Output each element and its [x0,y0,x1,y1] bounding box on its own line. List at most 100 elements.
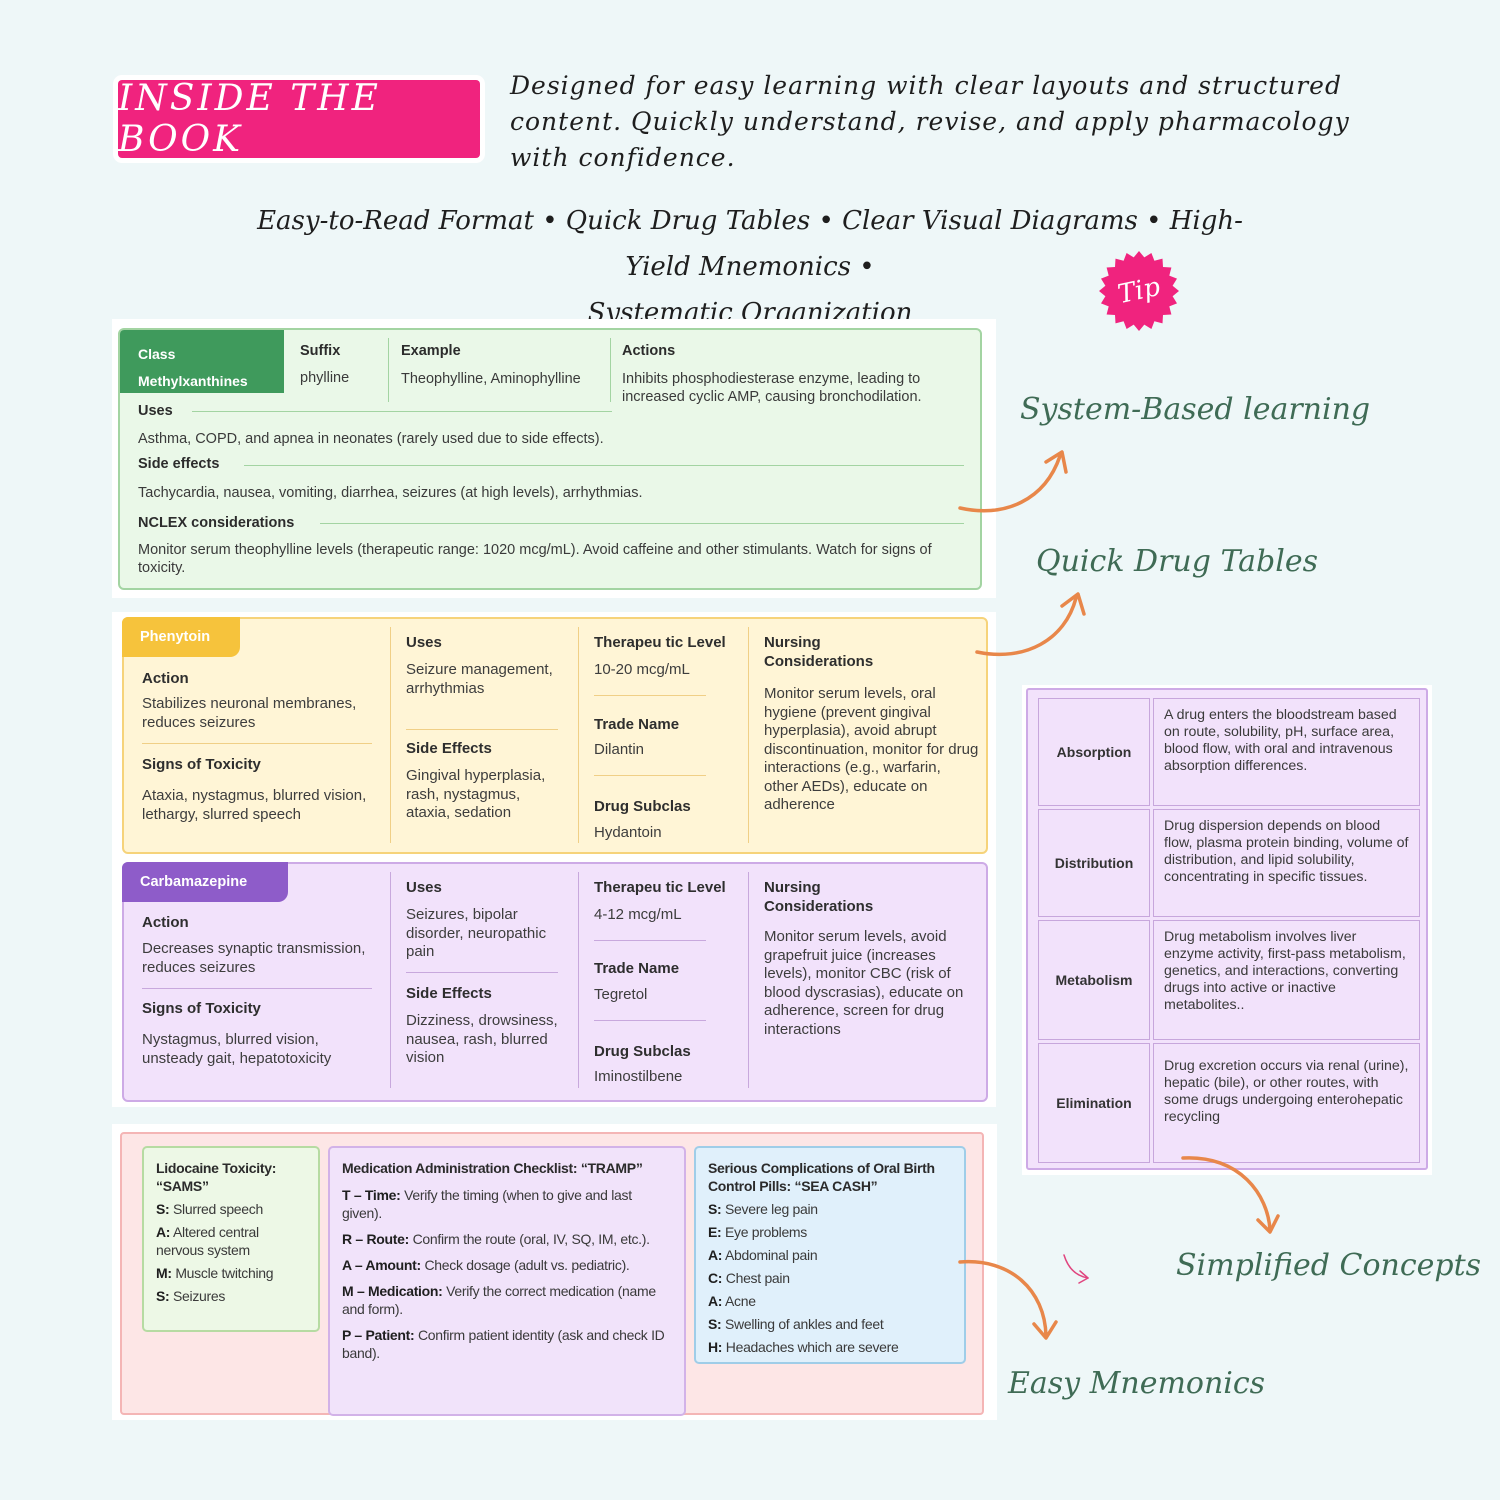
arrow-icon [1032,1320,1058,1340]
drug-subclass-value: Iminostilbene [594,1068,683,1085]
label-system-based-learning: System-Based learning [1020,392,1371,427]
nursing-value: Monitor serum levels, oral hygiene (prev… [764,685,979,813]
tramp-item: T – Time: Verify the timing (when to giv… [342,1186,632,1221]
features-list: Easy-to-Read Format • Quick Drug Tables … [230,198,1270,336]
example-value: Theophylline, Aminophylline [401,371,581,387]
arrow-icon [1063,1254,1089,1279]
sea-cash-item: E: Eye problems [708,1224,807,1240]
uses-heading: Uses [406,879,442,896]
tramp-item: R – Route: Confirm the route (oral, IV, … [342,1230,650,1247]
sea-cash-item: A: Abdominal pain [708,1247,818,1263]
tramp-item: M – Medication: Verify the correct medic… [342,1282,656,1317]
sams-item: S: Seizures [156,1288,226,1304]
toxicity-heading: Signs of Toxicity [142,756,261,773]
phenytoin-tag: Phenytoin [122,617,240,657]
nursing-heading: Nursing Considerations [764,879,874,915]
carbamazepine-card: Carbamazepine Action Decreases synaptic … [122,862,988,1102]
elimination-text: Drug excretion occurs via renal (urine),… [1153,1043,1420,1163]
nclex-heading: NCLEX considerations [138,515,295,531]
elimination-label: Elimination [1038,1043,1150,1163]
therapeutic-level-heading: Therapeu tic Level [594,634,726,651]
distribution-text: Drug dispersion depends on blood flow, p… [1153,809,1420,917]
action-heading: Action [142,670,189,687]
tramp-item: A – Amount: Check dosage (adult vs. pedi… [342,1256,630,1273]
therapeutic-level-value: 10-20 mcg/mL [594,661,690,678]
sea-cash-box: Serious Complications of Oral Birth Cont… [694,1146,966,1364]
label-simplified-concepts: Simplified Concepts [1176,1248,1482,1283]
sea-cash-item: H: Headaches which are severe [708,1339,899,1355]
actions-value: Inhibits phosphodiesterase enzyme, leadi… [622,371,922,405]
class-cell: Class Methylxanthines [120,330,284,393]
action-heading: Action [142,914,189,931]
toxicity-value: Nystagmus, blurred vision, unsteady gait… [142,1031,332,1067]
metabolism-text: Drug metabolism involves liver enzyme ac… [1153,920,1420,1040]
side-effects-value: Dizziness, drowsiness, nausea, rash, blu… [406,1012,558,1066]
arrow-icon [1256,1214,1280,1234]
class-heading: Class [138,346,176,362]
arrow-icon [1060,592,1086,616]
sea-cash-item: C: Chest pain [708,1270,790,1286]
action-value: Decreases synaptic transmission, reduces… [142,940,366,976]
pharmacokinetics-table: Absorption A drug enters the bloodstream… [1026,688,1428,1170]
label-quick-drug-tables: Quick Drug Tables [1036,544,1318,579]
phenytoin-card: Phenytoin Action Stabilizes neuronal mem… [122,617,988,854]
suffix-heading: Suffix [300,343,341,359]
absorption-label: Absorption [1038,698,1150,806]
toxicity-heading: Signs of Toxicity [142,1000,261,1017]
starburst-icon [1099,251,1179,331]
uses-value: Seizures, bipolar disorder, neuropathic … [406,906,547,960]
trade-name-value: Dilantin [594,741,645,758]
mnemonics-panel: Lidocaine Toxicity: “SAMS” S: Slurred sp… [120,1132,984,1416]
uses-heading: Uses [406,634,442,651]
nursing-value: Monitor serum levels, avoid grapefruit j… [764,928,964,1038]
sea-cash-item: S: Swelling of ankles and feet [708,1316,884,1332]
actions-heading: Actions [622,343,676,359]
side-effects-heading: Side Effects [406,740,492,757]
intro-text: Designed for easy learning with clear la… [510,71,1350,172]
badge-text: INSIDE THE BOOK [118,78,381,160]
nclex-value: Monitor serum theophylline levels (thera… [138,542,932,576]
action-value: Stabilizes neuronal membranes, reduces s… [142,695,357,731]
sea-cash-item: A: Acne [708,1293,756,1309]
absorption-text: A drug enters the bloodstream based on r… [1153,698,1420,806]
uses-heading: Uses [138,403,173,419]
tramp-item: P – Patient: Confirm patient identity (a… [342,1326,665,1361]
side-effects-value: Gingival hyperplasia, rash, nystagmus, a… [406,767,546,821]
inside-the-book-badge: INSIDE THE BOOK [118,78,480,160]
drug-subclass-value: Hydantoin [594,824,662,841]
sams-item: M: Muscle twitching [156,1265,274,1281]
trade-name-heading: Trade Name [594,960,680,977]
example-heading: Example [401,343,461,359]
sams-title: Lidocaine Toxicity: “SAMS” [156,1160,277,1194]
nursing-heading: Nursing Considerations [764,634,874,670]
side-effects-heading: Side Effects [406,985,492,1002]
arrow-icon [1044,450,1068,474]
sams-item: S: Slurred speech [156,1201,263,1217]
tip-badge: Tip [1098,250,1180,332]
uses-value: Asthma, COPD, and apnea in neonates (rar… [138,431,604,447]
distribution-label: Distribution [1038,809,1150,917]
trade-name-heading: Trade Name [594,716,680,733]
arrow-icon [1078,1270,1089,1284]
features-line-1: Easy-to-Read Format • Quick Drug Tables … [257,206,1243,282]
toxicity-value: Ataxia, nystagmus, blurred vision, letha… [142,787,367,823]
label-easy-mnemonics: Easy Mnemonics [1008,1366,1266,1401]
methylxanthines-card: Class Methylxanthines Suffix phylline Ex… [118,328,982,590]
tip-text: Tip [1115,271,1163,311]
sams-item: A: Altered central nervous system [156,1224,259,1258]
sea-cash-item: S: Severe leg pain [708,1201,818,1217]
class-value: Methylxanthines [138,373,248,389]
sea-cash-title: Serious Complications of Oral Birth Cont… [708,1160,935,1194]
uses-value: Seizure management, arrhythmias [406,661,553,697]
sams-box: Lidocaine Toxicity: “SAMS” S: Slurred sp… [142,1146,320,1332]
suffix-value: phylline [300,370,350,386]
drug-subclass-heading: Drug Subclas [594,798,691,815]
therapeutic-level-value: 4-12 mcg/mL [594,906,682,923]
side-effects-heading: Side effects [138,456,220,472]
drug-subclass-heading: Drug Subclas [594,1043,691,1060]
therapeutic-level-heading: Therapeu tic Level [594,879,726,896]
side-effects-value: Tachycardia, nausea, vomiting, diarrhea,… [138,485,643,501]
carbamazepine-tag: Carbamazepine [122,862,288,902]
metabolism-label: Metabolism [1038,920,1150,1040]
tramp-box: Medication Administration Checklist: “TR… [328,1146,686,1416]
